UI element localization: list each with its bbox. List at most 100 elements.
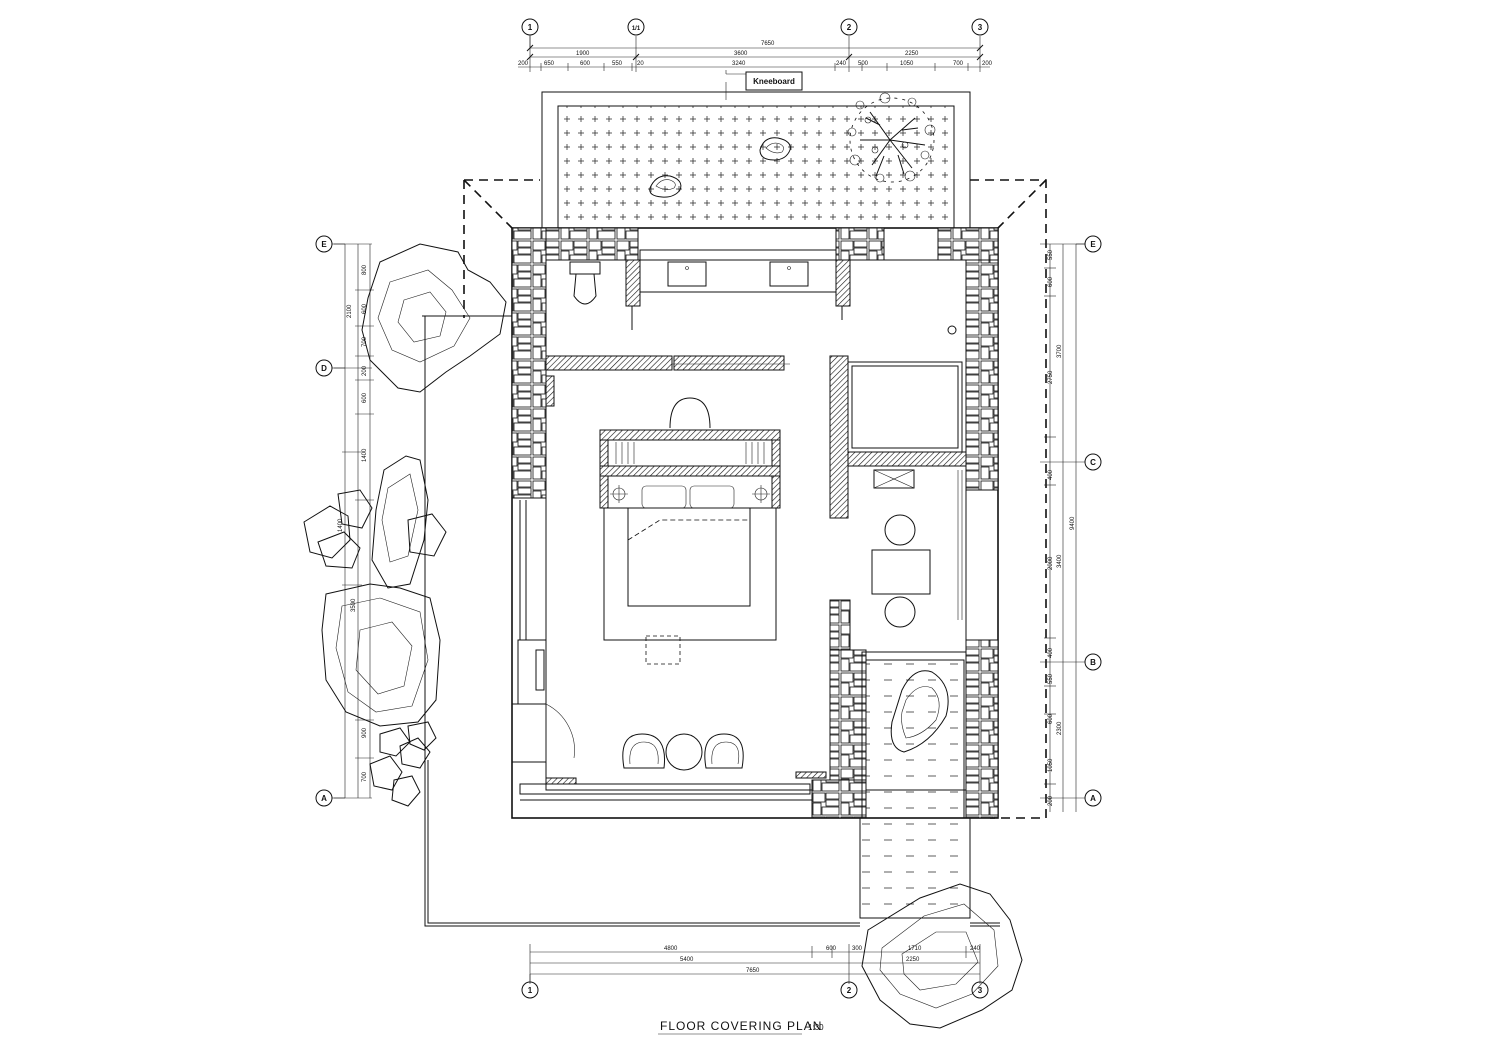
axis-bottom-1: 1 (528, 986, 533, 995)
axis-left-d: D (321, 364, 327, 373)
dim-right-total: 9400 (1070, 516, 1076, 530)
toilet (569, 261, 601, 305)
top-axis-markers: 1 1/1 2 3 (521, 18, 989, 48)
sink-left (667, 261, 707, 287)
dim-right-mid-1: 3400 (1057, 554, 1063, 568)
axis-bubble (1084, 789, 1102, 807)
dim-top-mid-2: 2250 (905, 51, 919, 57)
dim-top-fine-7: 500 (858, 61, 869, 67)
right-dimension-lines: 9400 3700 3400 2300 550 600 2750 400 200… (1040, 243, 1085, 812)
dim-top-fine-3: 550 (612, 61, 623, 67)
axis-right-b: B (1090, 658, 1096, 667)
axis-bubble (315, 235, 333, 253)
dim-top-fine-8: 1050 (900, 61, 914, 67)
dim-bottom-fine-1: 600 (826, 946, 837, 952)
dim-bottom-mid-1: 2250 (906, 957, 920, 963)
axis-bubble (315, 359, 333, 377)
dim-top-fine-4: 20 (637, 61, 644, 67)
bottom-axis-markers: 1 2 3 (521, 974, 989, 999)
kneeboard-label: Kneeboard (753, 77, 795, 86)
bottom-dimension-lines: 4800 600 300 1710 240 5400 2250 7650 (529, 944, 981, 984)
left-axis-markers: E D A (315, 235, 345, 807)
axis-top-1: 1 (528, 23, 533, 32)
axis-left-a: A (321, 794, 327, 803)
dim-left-inner-7: 700 (362, 771, 368, 782)
dim-right-inner-2: 2750 (1048, 370, 1054, 384)
tree-symbol (847, 92, 936, 183)
landscape-rocks-left (303, 243, 507, 807)
dim-top-mid-1: 3600 (734, 51, 748, 57)
stone-wall-right (965, 259, 999, 491)
axis-left-e: E (321, 240, 327, 249)
dim-bottom-fine-2: 300 (852, 946, 863, 952)
right-axis-markers: E C B A (1076, 235, 1102, 807)
landscape-rock-bottom-right (861, 883, 1023, 1029)
dining-set (871, 514, 931, 628)
axis-bubble (315, 789, 333, 807)
dim-right-inner-9: 200 (1048, 795, 1054, 806)
dim-top-fine-1: 650 (544, 61, 555, 67)
dim-top-fine-9: 700 (953, 61, 964, 67)
dim-left-outer-2: 3500 (351, 598, 357, 612)
axis-bubble (971, 18, 989, 36)
dim-right-inner-1: 600 (1048, 276, 1054, 287)
lounge-set (622, 733, 744, 771)
left-dimension-lines: 2100 1400 3500 800 600 700 200 600 1400 … (334, 243, 374, 799)
axis-top-2: 2 (847, 23, 852, 32)
axis-top-3: 3 (978, 23, 983, 32)
axis-bubble (1084, 653, 1102, 671)
dim-left-inner-3: 200 (362, 365, 368, 376)
dim-bottom-total: 7650 (746, 968, 760, 974)
dim-top-mid-0: 1900 (576, 51, 590, 57)
dim-right-mid-0: 3700 (1057, 344, 1063, 358)
dim-top-fine-6: 240 (836, 61, 847, 67)
dim-left-outer-0: 2100 (347, 304, 353, 318)
axis-top-1-1: 1/1 (632, 26, 641, 32)
axis-bubble (840, 981, 858, 999)
dim-left-inner-6: 900 (362, 727, 368, 738)
dim-top-fine-2: 600 (580, 61, 591, 67)
dim-top-fine-10: 200 (982, 61, 993, 67)
dim-left-inner-5: 1400 (362, 448, 368, 462)
kneeboard-label-box (745, 71, 803, 91)
axis-right-e: E (1090, 240, 1096, 249)
axis-bottom-3: 3 (978, 986, 983, 995)
dim-right-inner-4: 2000 (1048, 556, 1054, 570)
stone-wall-left (511, 227, 547, 499)
floor-drain (947, 325, 957, 335)
top-dimension-lines: 7650 1900 3600 2250 200 650 600 550 20 3… (518, 36, 993, 72)
drawing-title-block: FLOOR COVERING PLAN 1:30 (658, 1019, 824, 1035)
dim-right-inner-5: 400 (1048, 647, 1054, 658)
dim-left-inner-4: 600 (362, 392, 368, 403)
dim-bottom-fine-3: 1710 (908, 946, 922, 952)
sink-right (769, 261, 809, 287)
dim-right-inner-0: 550 (1048, 249, 1054, 260)
dim-top-fine-0: 200 (518, 61, 529, 67)
bathroom (545, 249, 957, 407)
site-boundary (422, 315, 1000, 927)
axis-bubble (627, 18, 645, 36)
building-walls (511, 227, 999, 819)
axis-bubble (521, 18, 539, 36)
wardrobe-zone (829, 355, 967, 620)
kneeboard-deck: Kneeboard (541, 70, 971, 229)
dim-right-inner-3: 400 (1048, 469, 1054, 480)
axis-bubble (840, 18, 858, 36)
axis-bubble (1084, 235, 1102, 253)
axis-bottom-2: 2 (847, 986, 852, 995)
bed (599, 397, 781, 665)
dim-bottom-fine-4: 240 (970, 946, 981, 952)
drawing-title: FLOOR COVERING PLAN (660, 1019, 822, 1033)
dim-right-inner-8: 1050 (1048, 758, 1054, 772)
axis-right-a: A (1090, 794, 1096, 803)
dim-left-inner-0: 800 (362, 264, 368, 275)
dim-right-mid-2: 2300 (1057, 721, 1063, 735)
dim-left-outer-1: 1400 (338, 518, 344, 532)
dim-bottom-mid-0: 5400 (680, 957, 694, 963)
roof-outline (463, 179, 1047, 819)
drawing-scale: 1:30 (808, 1023, 824, 1032)
dim-bottom-fine-0: 4800 (664, 946, 678, 952)
axis-right-c: C (1090, 458, 1096, 467)
dim-right-inner-6: 550 (1048, 673, 1054, 684)
